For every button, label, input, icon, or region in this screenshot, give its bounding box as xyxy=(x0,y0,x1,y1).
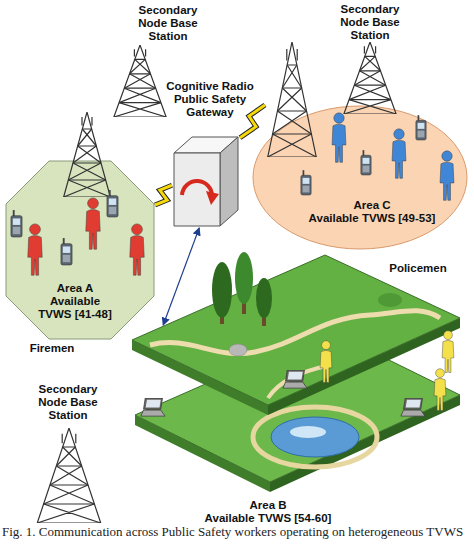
tower-symbol xyxy=(64,109,111,197)
tower-symbol xyxy=(344,39,396,114)
gateway-box: Cognitive Radio Public Safety Gateway xyxy=(172,133,240,228)
tile-top xyxy=(135,330,460,482)
tower-symbol xyxy=(268,37,317,157)
fireman-figure xyxy=(28,224,42,275)
radio-link-bolt xyxy=(240,105,265,138)
station-label: Secondary Node Base Station xyxy=(335,3,405,42)
worker-figure xyxy=(434,369,446,411)
tree xyxy=(256,278,272,318)
box-front xyxy=(174,153,220,226)
tree xyxy=(212,262,232,318)
area-ellipse: Area C Available TVWS [49-53]Policemen xyxy=(252,105,468,250)
team-label: Firemen xyxy=(7,342,97,355)
area-label: Area C Available TVWS [49-53] xyxy=(302,199,442,225)
phone-symbol xyxy=(107,190,118,217)
bush xyxy=(378,293,402,307)
area-label: Cognitive Radio Public Safety Gateway xyxy=(163,80,257,119)
landscape-path xyxy=(268,365,330,398)
cycle-arrow-head xyxy=(206,191,219,205)
fireman-figure xyxy=(130,224,144,275)
rock xyxy=(229,344,247,356)
policeman-figure xyxy=(440,151,454,200)
area-tile: Area B Available TVWS [54-60] xyxy=(130,325,462,497)
connector-wrap xyxy=(163,228,199,325)
tile-side xyxy=(132,340,268,415)
policeman-figure xyxy=(392,129,406,178)
worker-figure xyxy=(442,331,454,373)
tree xyxy=(235,252,253,304)
station-label: Secondary Node Base Station xyxy=(33,383,103,422)
laptop-symbol xyxy=(141,398,165,416)
team-label: Policemen xyxy=(373,262,463,275)
tower-symbol xyxy=(114,42,166,117)
landscape-path xyxy=(253,407,377,467)
fireman-figure xyxy=(86,198,100,249)
policeman-figure xyxy=(332,113,346,162)
tile-top xyxy=(132,255,460,405)
landscape-upper xyxy=(132,252,460,415)
tile-side xyxy=(268,318,460,415)
tree-trunk xyxy=(262,314,266,326)
figure-caption: Fig. 1. Communication across Public Safe… xyxy=(2,524,474,539)
phone-symbol xyxy=(301,170,311,195)
area-tile-shape xyxy=(130,325,462,497)
lake-highlight xyxy=(290,426,326,438)
connector-wrap xyxy=(155,185,172,205)
laptop-symbol xyxy=(283,370,307,388)
tree-trunk xyxy=(220,310,224,324)
radio-link-bolt xyxy=(155,185,172,205)
tower-symbol xyxy=(37,424,100,523)
bolt-outline xyxy=(155,185,172,205)
laptop-symbol xyxy=(401,398,425,416)
area-label: Area B Available TVWS [54-60] xyxy=(198,499,338,525)
area-octagon: Area A Available TVWS [41-48]Firemen xyxy=(5,160,155,340)
phone-symbol xyxy=(11,210,22,237)
connector-wrap xyxy=(240,105,265,138)
area-label: Area A Available TVWS [41-48] xyxy=(33,282,117,321)
connector-group xyxy=(155,105,265,325)
phone-symbol xyxy=(416,115,426,140)
station-label: Secondary Node Base Station xyxy=(133,4,203,43)
tree-trunk xyxy=(242,300,246,314)
link-arrow xyxy=(163,228,199,325)
phone-symbol xyxy=(361,150,371,175)
octagon-outline xyxy=(6,161,154,339)
ellipse-outline xyxy=(253,106,467,249)
gateway-box-shape xyxy=(172,133,240,228)
phone-symbol xyxy=(61,238,72,265)
lake xyxy=(271,417,359,457)
area-ellipse-shape xyxy=(252,105,468,250)
worker-figure xyxy=(320,341,332,383)
landscape-path xyxy=(150,311,440,354)
box-side xyxy=(220,137,238,226)
bolt-outline xyxy=(240,105,265,138)
